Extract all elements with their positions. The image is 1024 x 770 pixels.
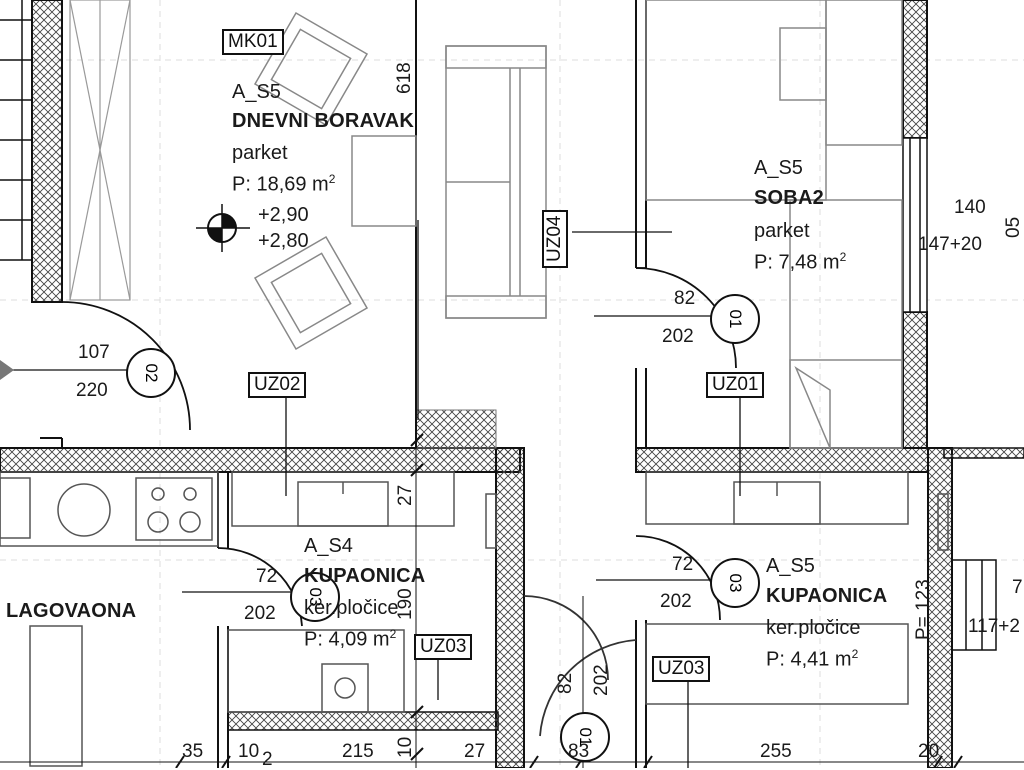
dim-05: 05 — [1003, 216, 1024, 238]
door-number: 01 — [726, 309, 745, 329]
level-marker-symbol — [196, 204, 250, 252]
room-code-kupaonica-1: A_S4 — [304, 535, 353, 557]
dim-bottom-83: 83 — [568, 741, 590, 762]
dim-107: 107 — [78, 342, 110, 363]
dim-bottom-215: 215 — [342, 741, 374, 762]
door-marker-03-a: 03 — [290, 572, 340, 622]
dim-190: 190 — [395, 588, 416, 620]
dim-202-d: 202 — [591, 664, 612, 696]
area-value: P: 4,09 m — [304, 628, 390, 651]
bathroom1-fixtures — [227, 471, 497, 713]
room-name-soba2: SOBA2 — [754, 187, 824, 209]
tag-uz01: UZ01 — [706, 372, 765, 398]
dim-bottom-20: 20 — [918, 741, 940, 762]
sofa — [445, 45, 547, 319]
room-name-dnevni: DNEVNI BORAVAK — [232, 110, 415, 132]
dim-7: 7 — [1012, 577, 1023, 598]
area-value: P: 18,69 m — [232, 173, 329, 196]
room-area-soba2: P: 7,48 m2 — [754, 251, 846, 273]
area-unit-exponent: 2 — [389, 627, 397, 641]
door-marker-03-b: 03 — [710, 558, 760, 608]
area-unit-exponent: 2 — [328, 172, 336, 186]
staircase — [0, 0, 32, 261]
area-unit-exponent: 2 — [851, 647, 859, 661]
tag-uz03-b: UZ03 — [652, 656, 711, 682]
room-code-soba2: A_S5 — [754, 157, 803, 179]
room-area-kupaonica-2: P: 4,41 m2 — [766, 648, 858, 670]
door-number: 02 — [142, 363, 161, 383]
dim-bottom-35: 35 — [182, 741, 204, 762]
room-name-kupaonica-1: KUPAONICA — [304, 565, 426, 587]
door-swings — [61, 267, 737, 737]
room-area-dnevni: P: 18,69 m2 — [232, 173, 335, 195]
kitchen-counter — [0, 471, 219, 767]
tag-uz04: UZ04 — [542, 209, 568, 268]
room-name-blagovaona: LAGOVAONA — [6, 600, 137, 622]
dim-220: 220 — [76, 380, 108, 401]
dim-147-20: 147+20 — [918, 234, 982, 255]
bathroom2-fixtures — [645, 471, 949, 705]
dim-bottom-255: 255 — [760, 741, 792, 762]
dim-bottom-10-a: 10 — [238, 741, 260, 762]
area-unit-exponent: 2 — [839, 250, 847, 264]
dim-bottom-2: 2 — [262, 749, 273, 770]
arrow-marker — [0, 360, 14, 380]
window — [902, 137, 997, 651]
room-floor-kupaonica-1: ker.pločice — [304, 597, 399, 619]
dim-72-a: 72 — [256, 566, 278, 587]
dim-72-b: 72 — [672, 554, 694, 575]
room-area-kupaonica-1: P: 4,09 m2 — [304, 628, 396, 650]
room-code-kupaonica-2: A_S5 — [766, 555, 815, 577]
tag-uz03-a: UZ03 — [414, 634, 473, 660]
dim-202-c: 202 — [660, 591, 692, 612]
bedroom-furniture — [645, 0, 903, 449]
tag-mk01: MK01 — [222, 29, 284, 55]
dim-202-a: 202 — [662, 326, 694, 347]
wardrobe — [69, 0, 131, 301]
door-marker-01-b: 01 — [560, 712, 610, 762]
room-floor-soba2: parket — [754, 220, 810, 242]
level-upper: +2,90 — [258, 204, 309, 226]
area-value: P: 4,41 m — [766, 648, 852, 671]
tag-uz02: UZ02 — [248, 372, 307, 398]
door-marker-01: 01 — [710, 294, 760, 344]
dim-140: 140 — [954, 197, 986, 218]
leader-lines — [0, 220, 741, 768]
armchairs — [253, 11, 417, 351]
dim-82-b: 82 — [555, 672, 576, 694]
area-value: P: 7,48 m — [754, 251, 840, 274]
level-lower: +2,80 — [258, 230, 309, 252]
room-code-dnevni: A_S5 — [232, 81, 281, 103]
dim-bottom-27: 27 — [464, 741, 486, 762]
dim-82-a: 82 — [674, 288, 696, 309]
door-marker-02: 02 — [126, 348, 176, 398]
room-floor-kupaonica-2: ker.pločice — [766, 617, 861, 639]
dim-bottom-10-b: 10 — [395, 736, 416, 758]
door-number: 03 — [726, 573, 745, 593]
dim-27-a: 27 — [395, 484, 416, 506]
dim-618: 618 — [394, 62, 415, 94]
dim-117-2: 117+2 — [968, 616, 1020, 637]
room-floor-dnevni: parket — [232, 142, 288, 164]
room-name-kupaonica-2: KUPAONICA — [766, 585, 888, 607]
dim-p-123: P= 123 — [913, 579, 934, 640]
dim-202-b: 202 — [244, 603, 276, 624]
